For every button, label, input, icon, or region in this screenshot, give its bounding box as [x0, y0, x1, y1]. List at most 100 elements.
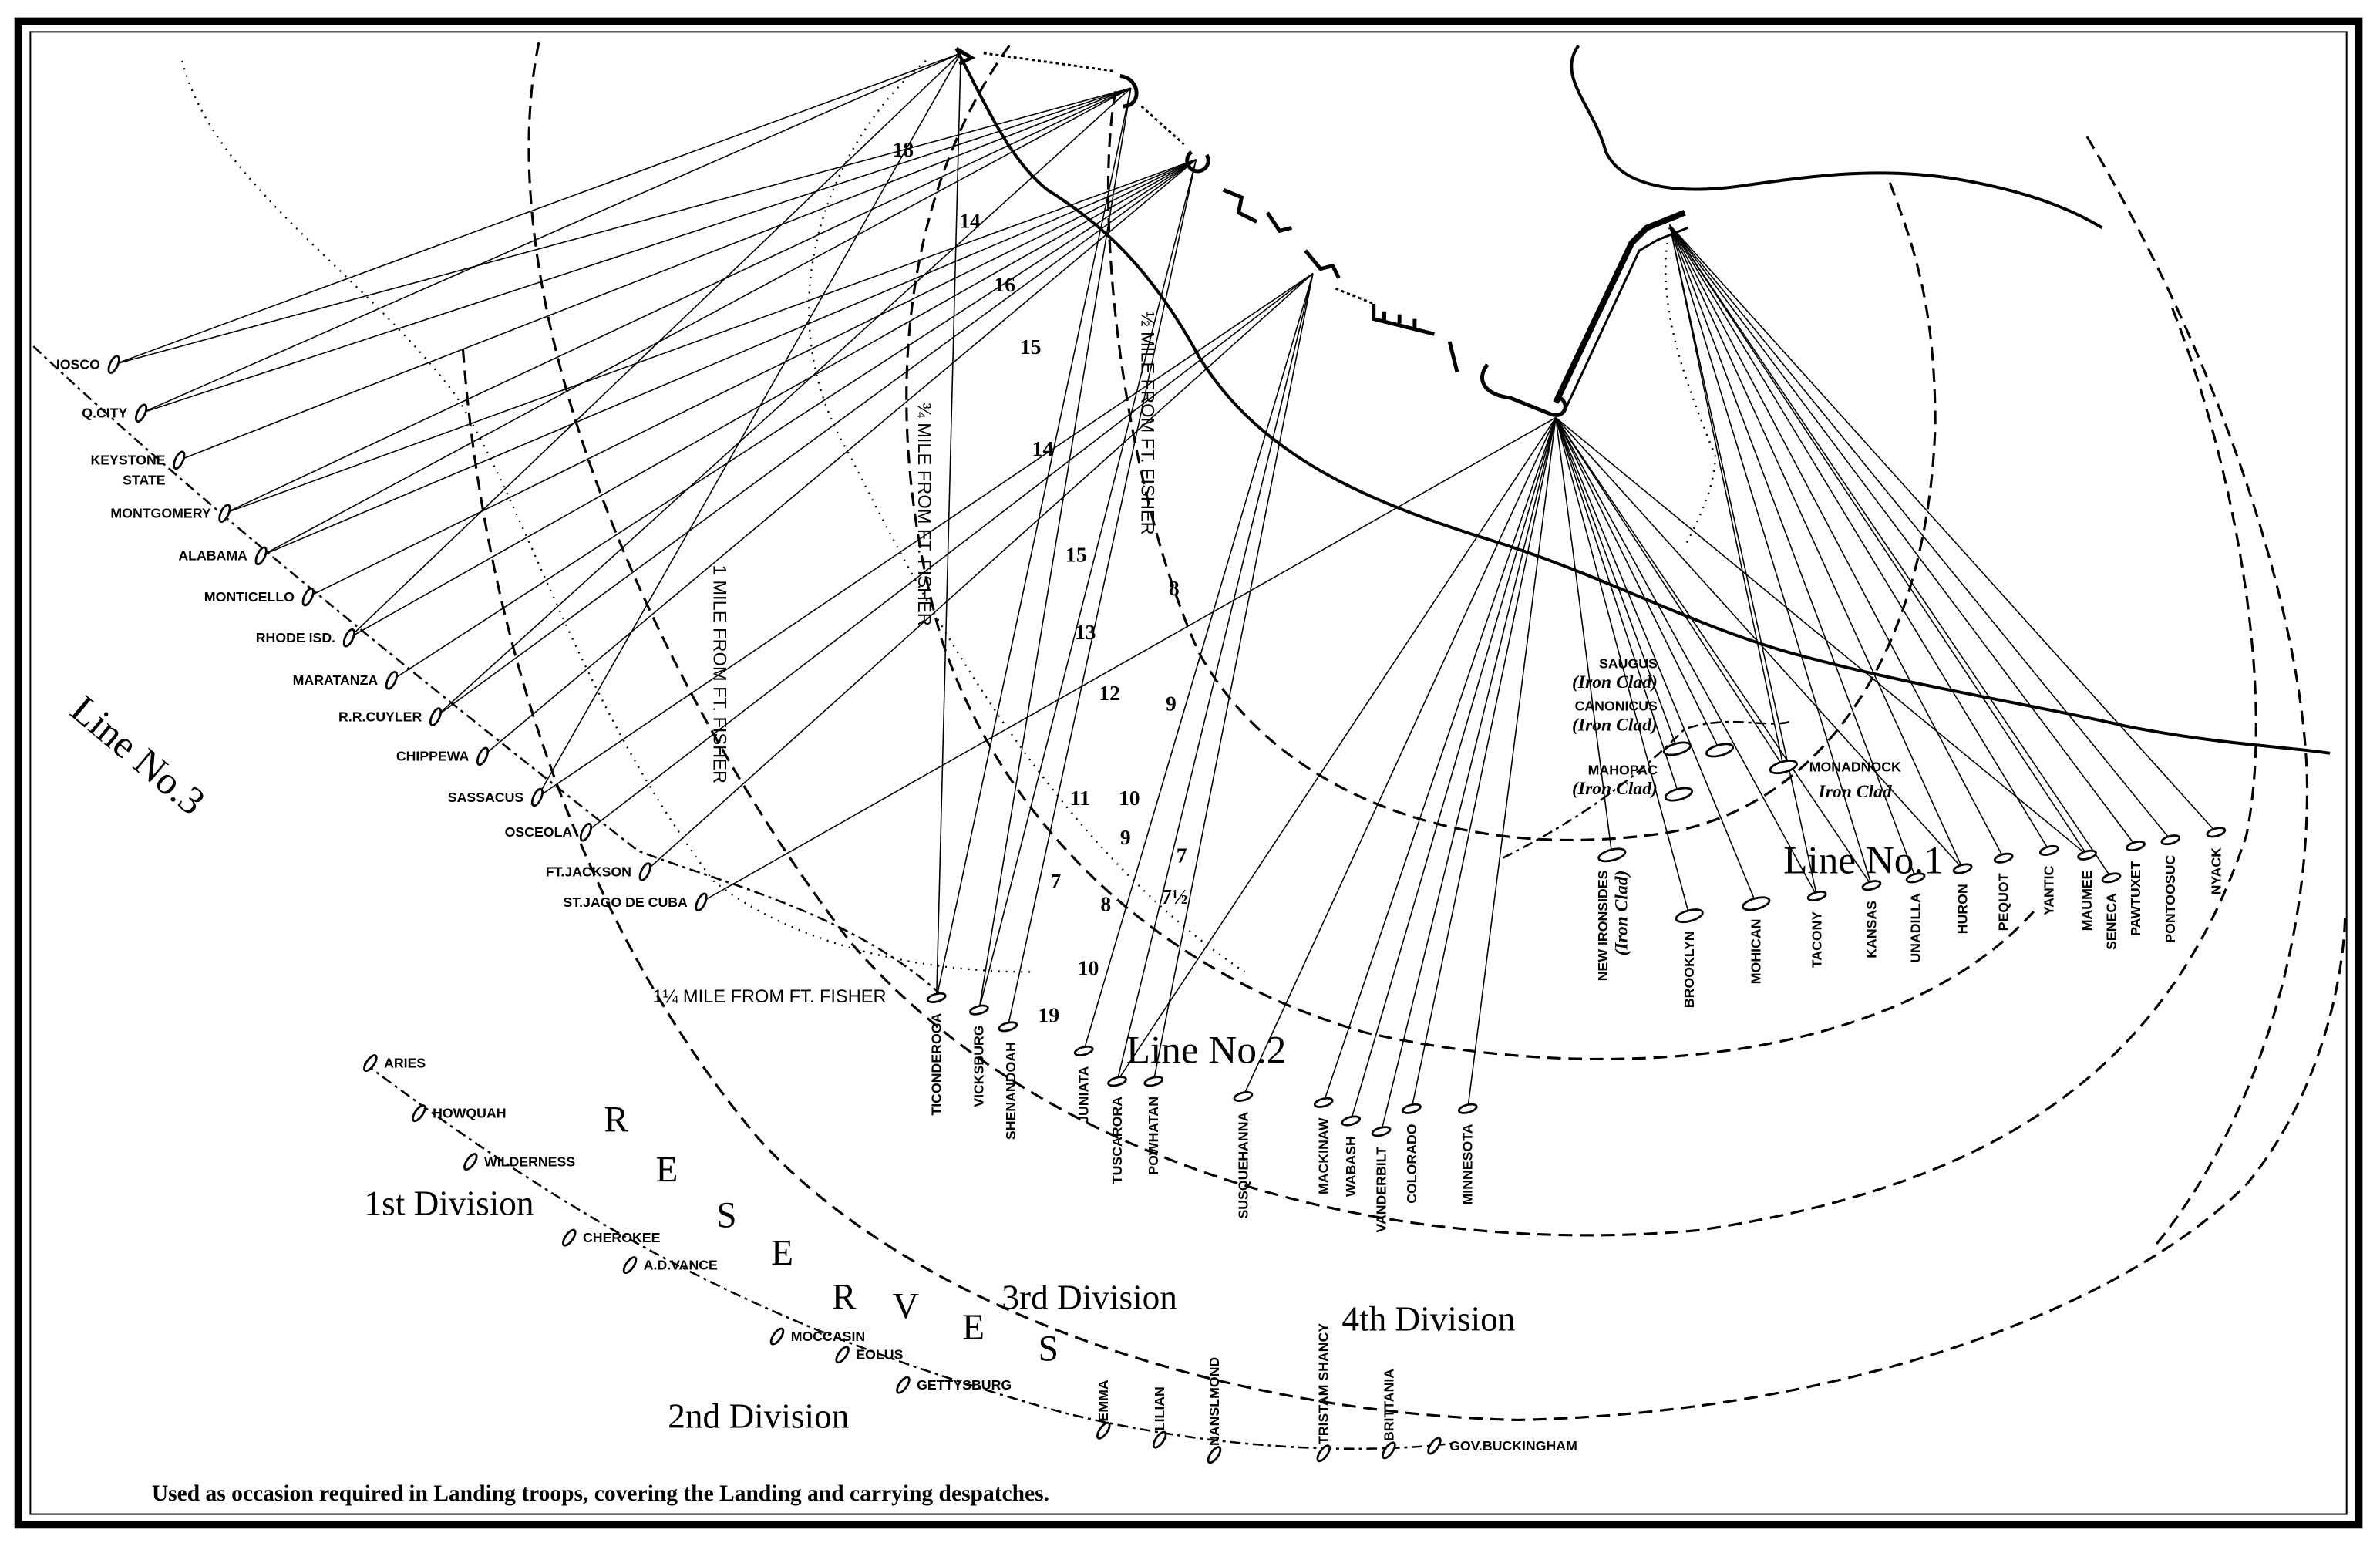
ship-icon [1107, 1076, 1127, 1087]
ship-label: WABASH [1343, 1136, 1358, 1197]
sounding-depth: 9 [1166, 692, 1177, 716]
fire-line [1555, 417, 1757, 905]
fort-fisher-works [955, 46, 1688, 417]
fire-line [348, 52, 961, 638]
one-mile-arc [527, 42, 2257, 1237]
ship-icon [562, 1228, 577, 1247]
line1-formation-line [1502, 720, 1792, 859]
fire-line [113, 87, 1131, 366]
ship-label: MONADNOCK [1809, 759, 1901, 774]
ship-label: MAHOPAC [1588, 762, 1658, 777]
ship-icon [301, 587, 315, 607]
fire-line [1668, 224, 2088, 856]
fire-line [978, 159, 1197, 1010]
ship-label: TACONY [1809, 911, 1825, 969]
ship-label: CHEROKEE [583, 1230, 661, 1245]
fire-line [1153, 273, 1314, 1082]
three-quarter-mile-label: ¾ MILE FROM FT. FISHER [914, 403, 934, 626]
fire-line [1555, 417, 1678, 750]
ship-icon [2077, 849, 2097, 861]
fire-line [140, 87, 1131, 414]
ship-label: HURON [1955, 884, 1971, 934]
ship-icon [1152, 1430, 1167, 1449]
ship-icon [218, 504, 231, 523]
ship-label: ST.JAGO DE CUBA [563, 894, 688, 910]
fire-line [1323, 417, 1557, 1103]
map-border-outer [14, 17, 2363, 1529]
ship-label: LILIAN [1152, 1386, 1167, 1430]
ship-icon [1952, 863, 1973, 874]
fire-line [1411, 417, 1557, 1109]
fire-line [140, 52, 961, 414]
fire-line [482, 159, 1197, 757]
ship-label: PAWTUXET [2128, 861, 2143, 936]
ship-icon [342, 628, 355, 648]
ship-label: MARATANZA [293, 672, 379, 688]
ship-label: RHODE ISD. [256, 630, 335, 645]
ship-icon [463, 1153, 478, 1171]
division-3-label: 3rd Division [1001, 1279, 1177, 1317]
map-border-inner [29, 31, 2348, 1515]
ship-icon [530, 787, 544, 807]
one-quarter-mile-label: 1¼ MILE FROM FT. FISHER [653, 987, 887, 1007]
ship-label: GOV.BUCKINGHAM [1449, 1438, 1577, 1454]
ship-label: MOHICAN [1749, 919, 1764, 985]
ship-icon [2160, 834, 2181, 846]
ship-label: MOCCASIN [791, 1329, 865, 1344]
sounding-depth: 16 [995, 272, 1016, 296]
ship-label: NANSLMOND [1207, 1357, 1222, 1446]
sounding-depth: 19 [1039, 1002, 1060, 1026]
fire-line [1668, 224, 1917, 878]
ship-icon [1662, 741, 1692, 756]
reserves-note: Used as occasion required in Landing tro… [152, 1481, 1049, 1506]
ship-label: ARIES [384, 1056, 426, 1071]
fire-line [1669, 224, 2217, 833]
ironclad-sublabel: (Iron Clad) [1572, 779, 1658, 799]
reserves-letter: E [655, 1150, 678, 1190]
ship-icon [1316, 1444, 1331, 1463]
river-shoreline [1570, 44, 2103, 230]
sounding-depth: 9 [1120, 825, 1131, 849]
ship-icon [968, 1004, 989, 1016]
sounding-depth: 7 [1177, 844, 1187, 868]
ship-icon [1073, 1045, 1094, 1056]
ship-icon [1861, 880, 1882, 891]
ship-icon [1742, 896, 1771, 911]
fire-line [1555, 417, 1818, 897]
fire-line [1668, 224, 1964, 869]
sounding-depth: 15 [1020, 335, 1042, 359]
ship-icon [769, 1327, 785, 1346]
ship-label: R.R.CUYLER [338, 709, 422, 725]
ship-icon [385, 671, 399, 690]
ship-icon [1597, 847, 1627, 863]
sounding-depth: 11 [1070, 786, 1090, 810]
one-mile-label: 1 MILE FROM FT. FISHER [709, 565, 729, 783]
ship-icon [622, 1256, 638, 1275]
ship-label: PEQUOT [1996, 873, 2011, 931]
sounding-depth: 8 [1169, 576, 1180, 600]
fire-line [1116, 417, 1557, 1082]
fire-line [935, 88, 1132, 999]
ship-icon [926, 992, 947, 1003]
ship-label: MAUMEE [2079, 870, 2095, 931]
ship-label: CANONICUS [1575, 699, 1658, 714]
ship-icon [1402, 1103, 1422, 1114]
sounding-depth: 14 [959, 208, 981, 232]
ship-icon [254, 546, 268, 566]
ship-icon [2101, 872, 2122, 884]
sounding-depth: 18 [893, 137, 914, 161]
ship-icon [1371, 1126, 1392, 1137]
ship-label: WILDERNESS [484, 1154, 575, 1170]
ship-icon [1905, 872, 1926, 884]
fire-line [1350, 417, 1557, 1121]
fire-line [1668, 224, 2050, 851]
fire-line [1082, 273, 1314, 1052]
ship-icon [1705, 743, 1735, 758]
ship-icon [1675, 908, 1704, 924]
fire-line [224, 159, 1197, 514]
outer-mile-arc [2085, 136, 2309, 1246]
fire-line [1669, 224, 2171, 841]
ship-label: SUSQUEHANNA [1235, 1111, 1251, 1218]
ship-label: BRITTANIA [1381, 1369, 1396, 1441]
half-mile-label: ½ MILE FROM FT. FISHER [1137, 312, 1157, 535]
